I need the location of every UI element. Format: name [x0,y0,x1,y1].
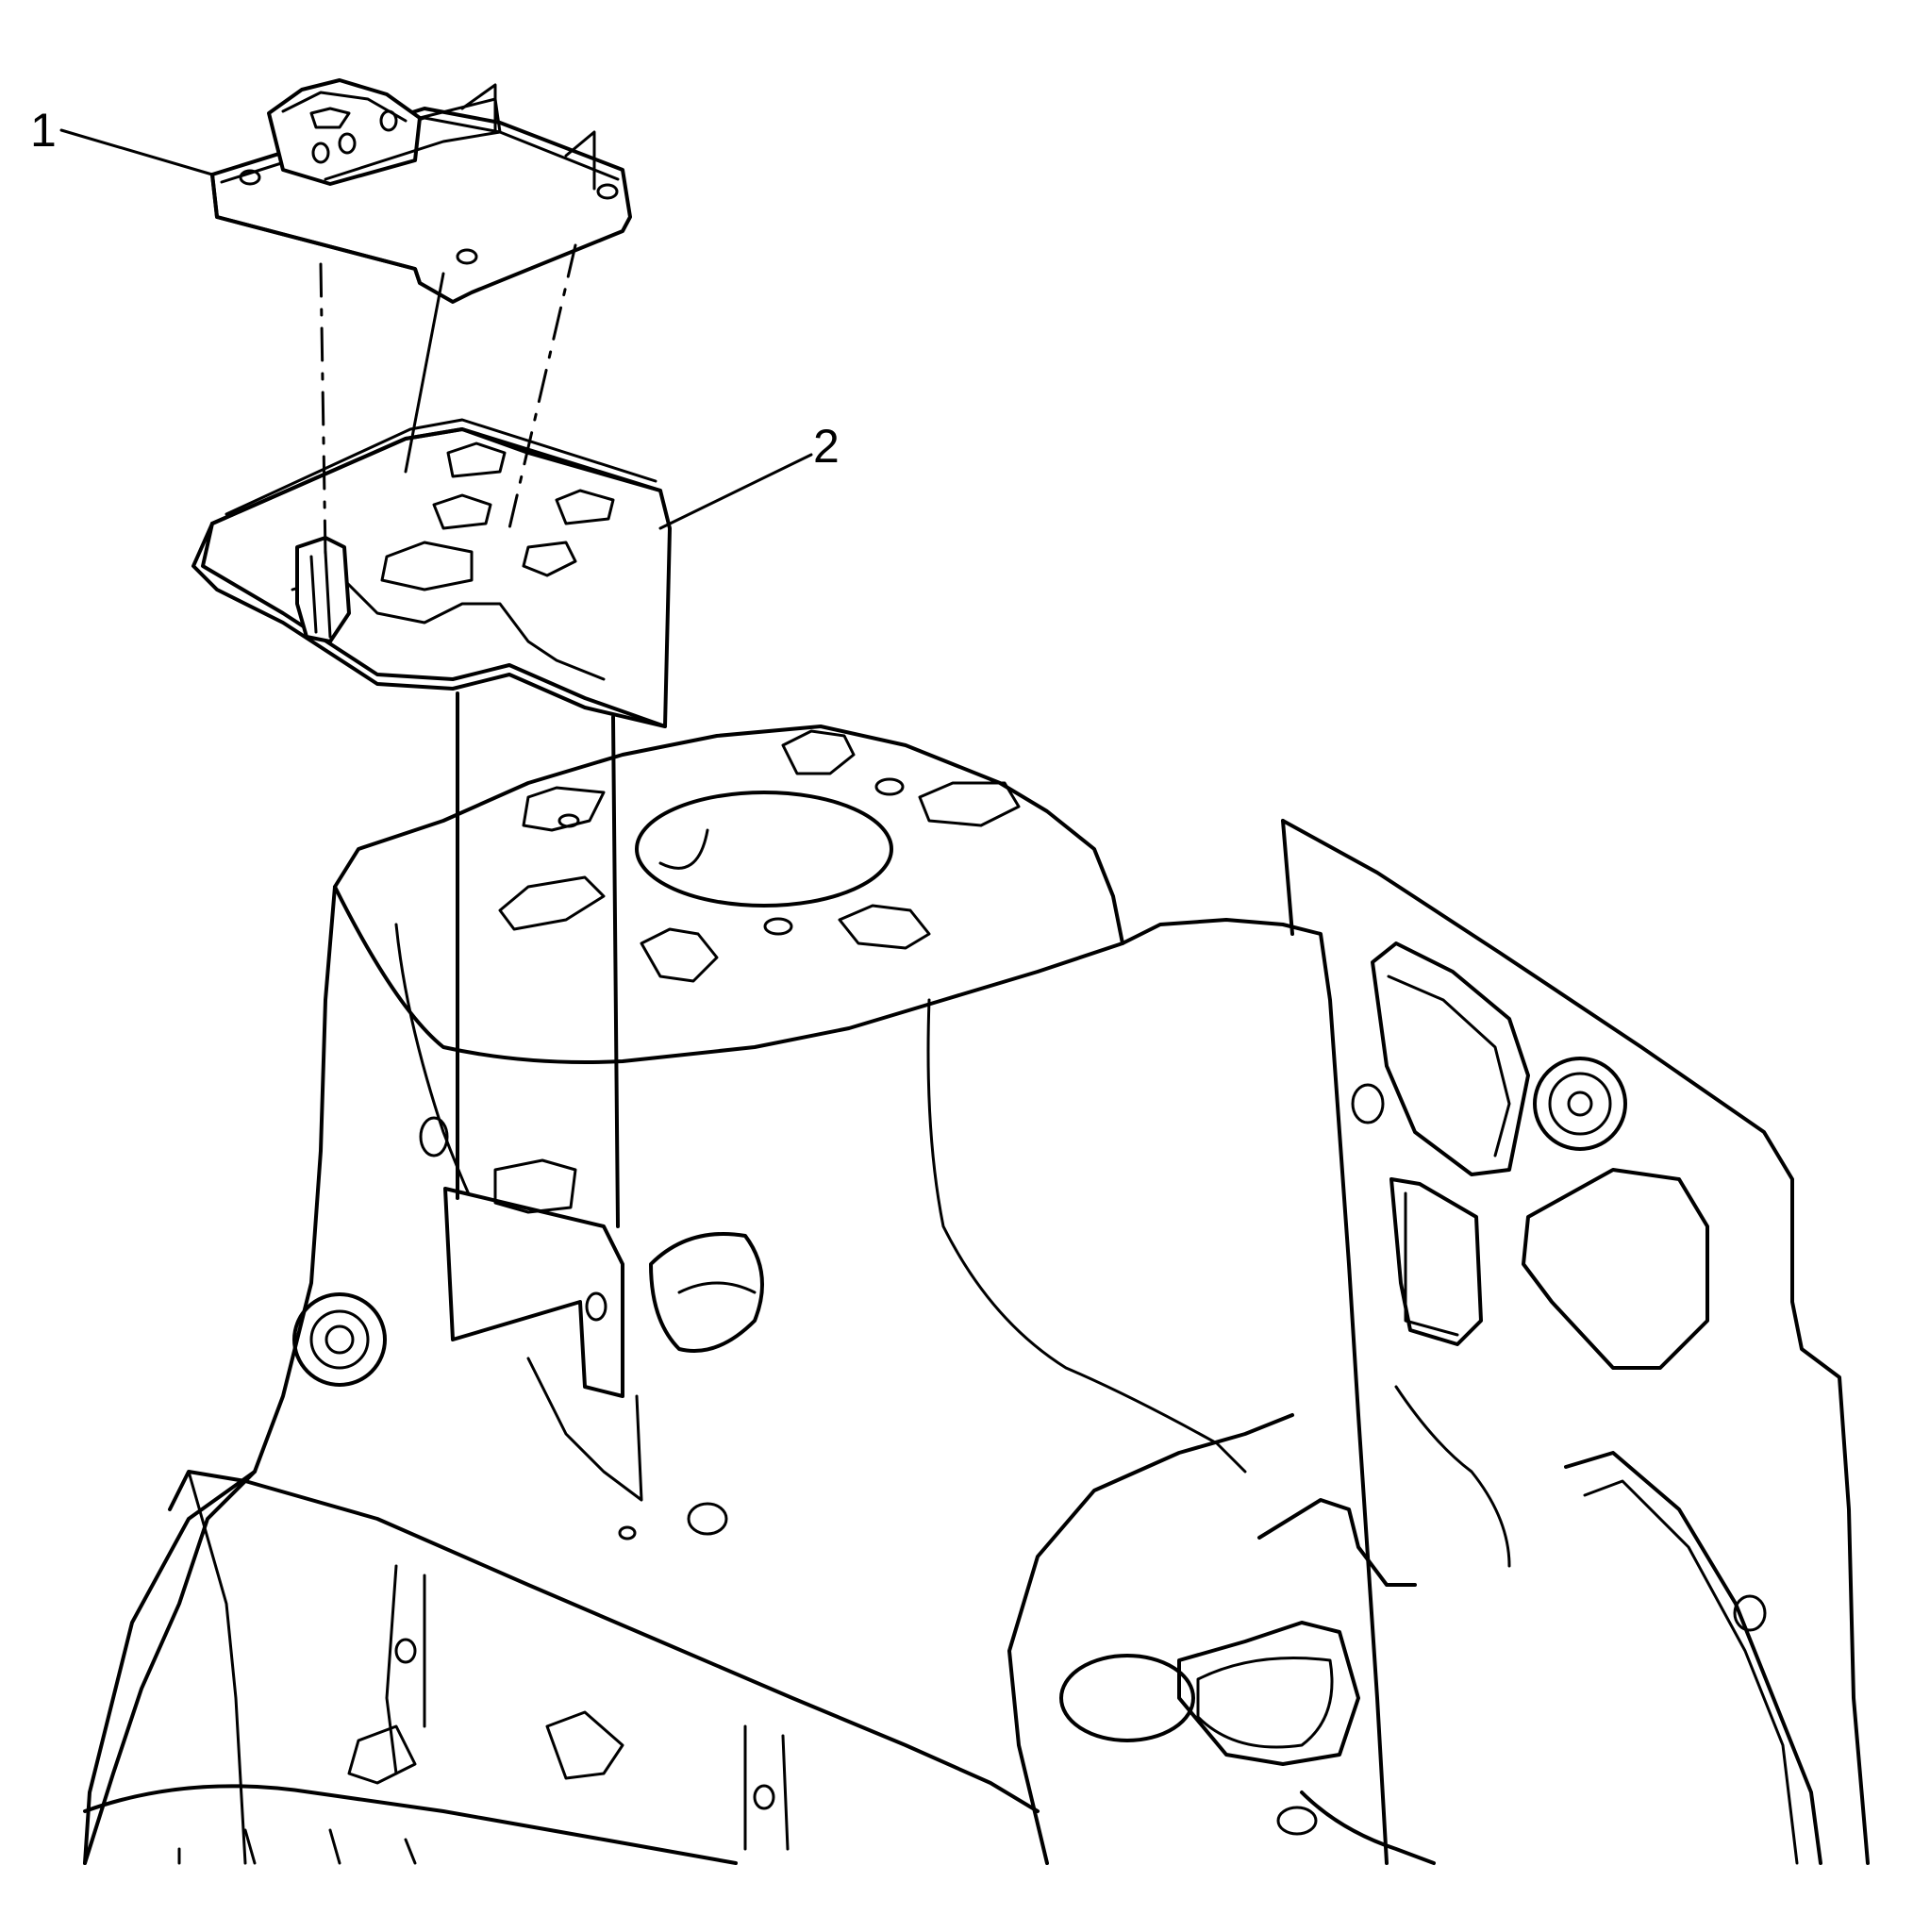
assembly-lines [319,243,577,558]
callout-1-label: 1 [30,104,57,157]
callout-1: 1 [30,104,214,176]
callout-2: 2 [658,420,840,530]
module-bracket [191,418,672,1228]
electronic-module [210,78,632,304]
callout-2-label: 2 [813,420,840,473]
body-structure [83,724,1870,1865]
